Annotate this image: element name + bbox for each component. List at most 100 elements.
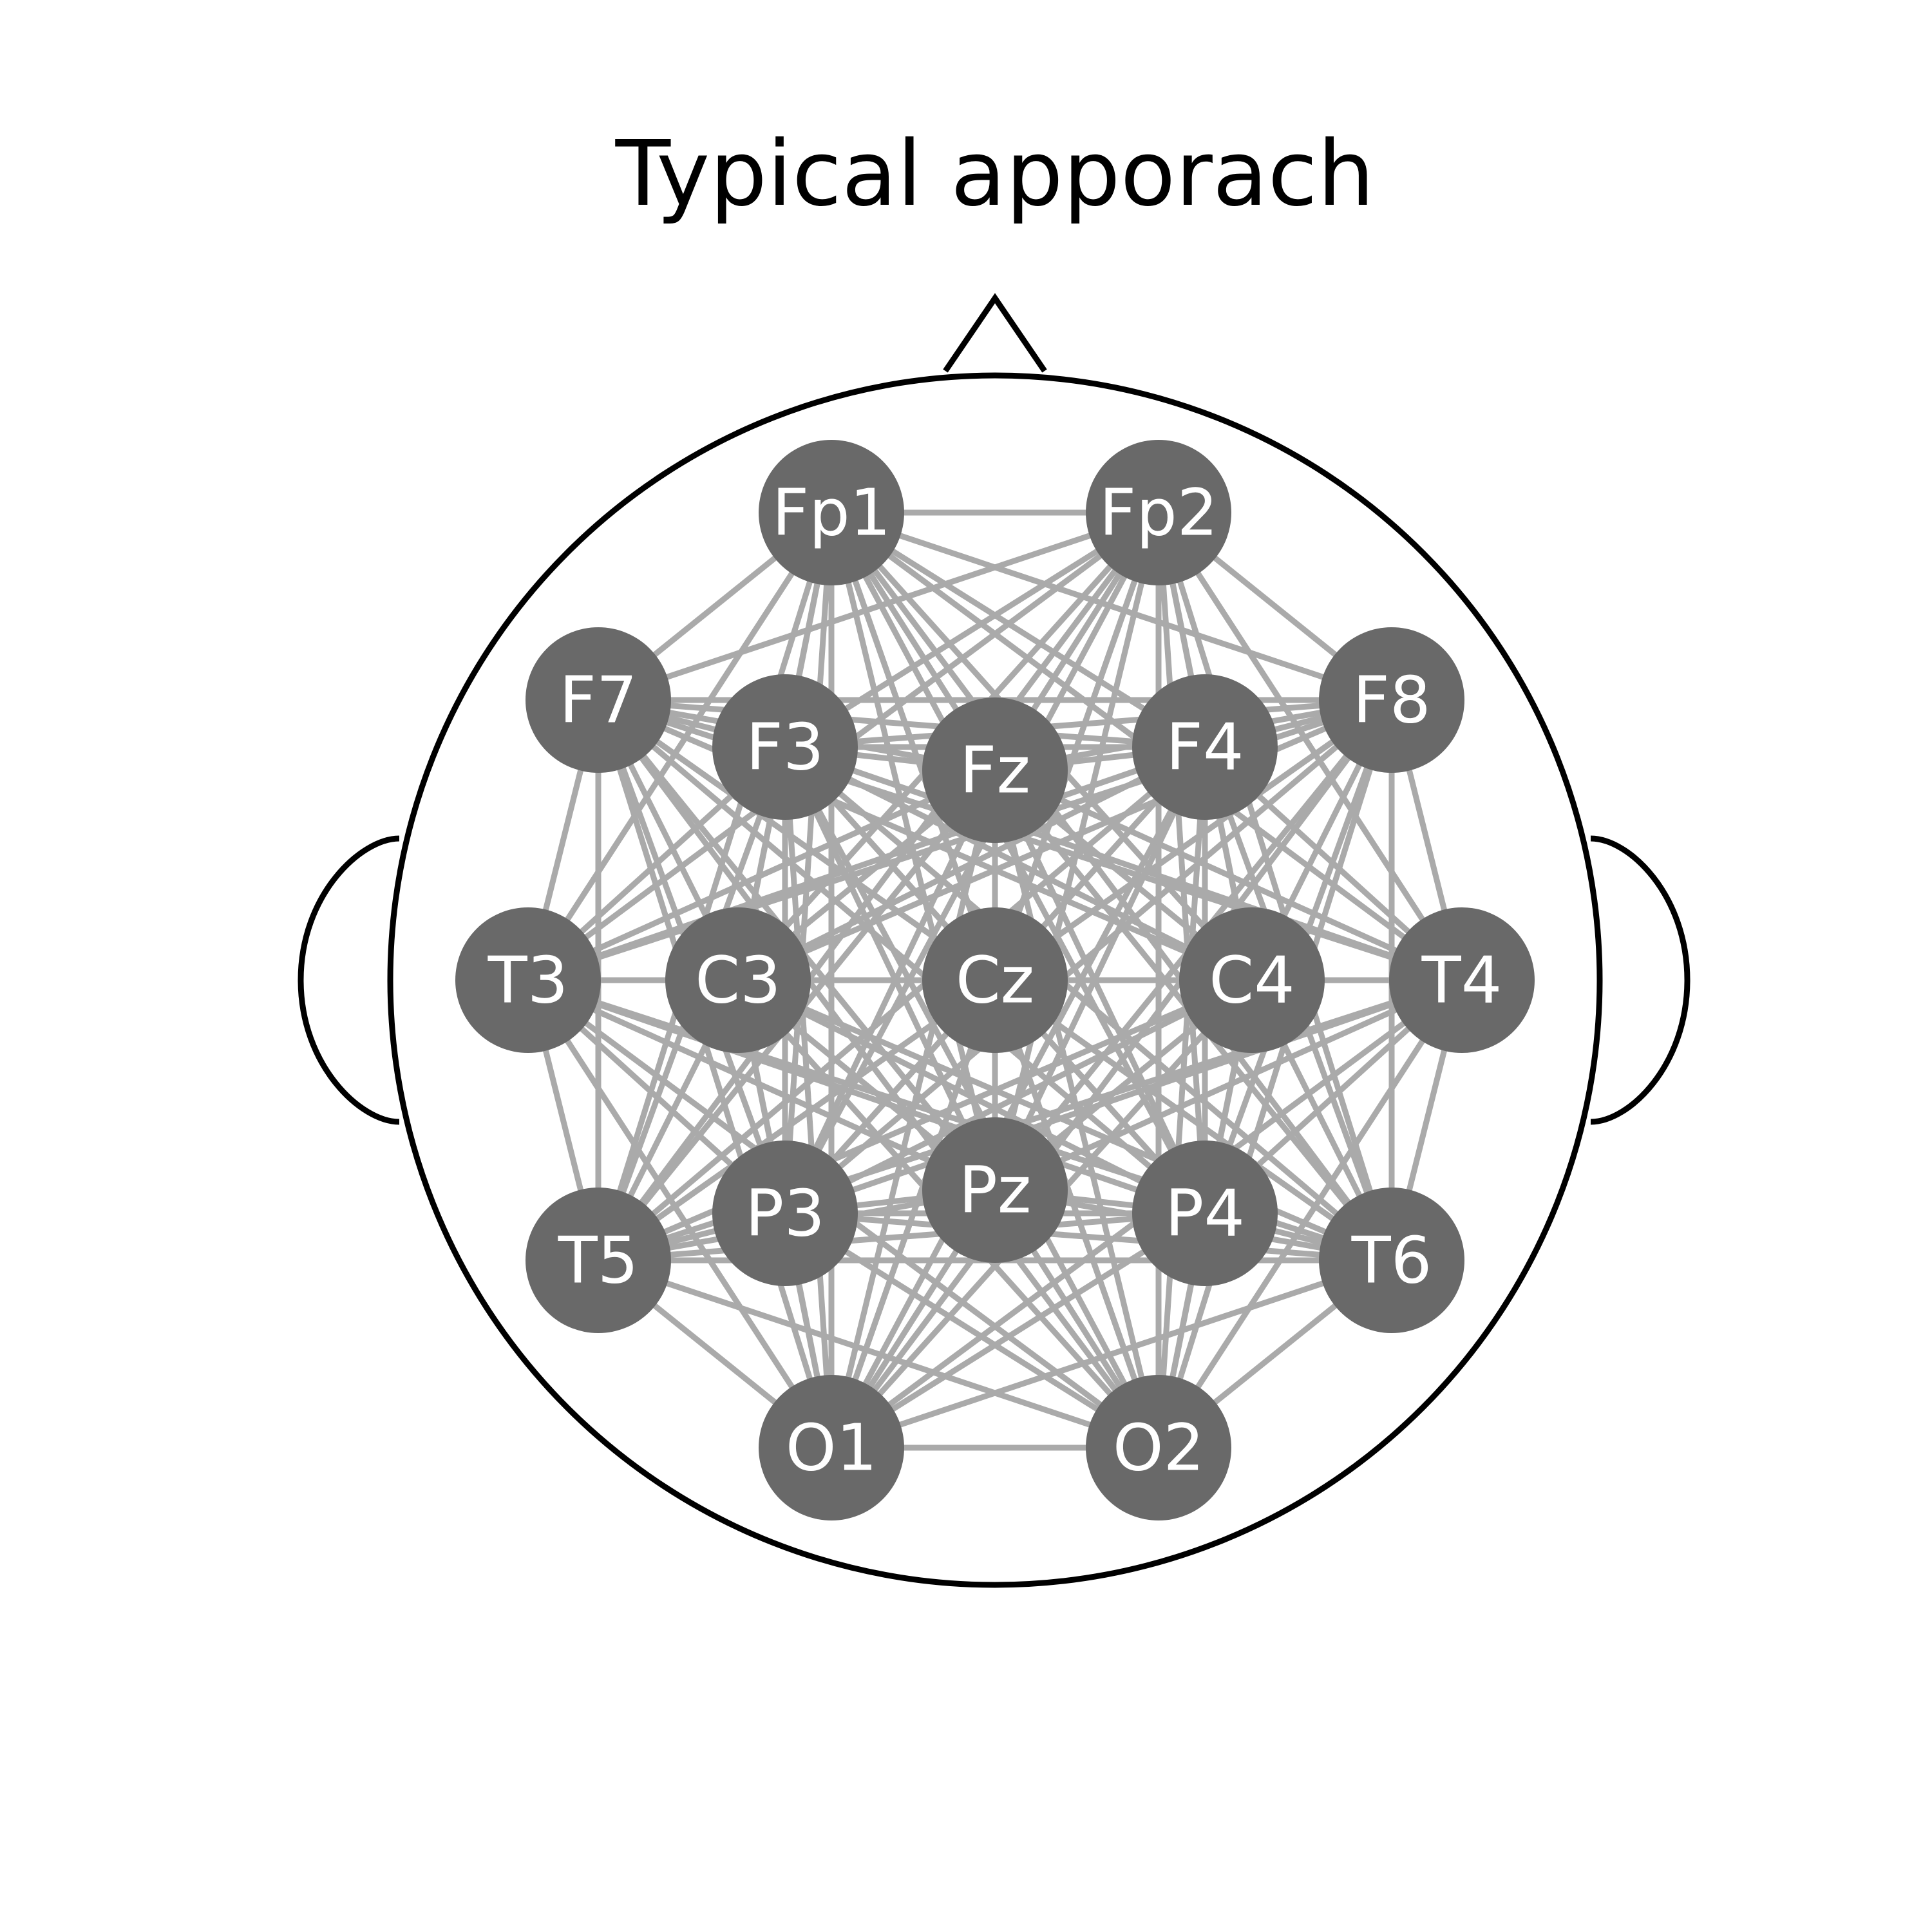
edge-F3-Pz — [782, 746, 998, 1191]
electrode-label: T4 — [1421, 943, 1502, 1018]
electrode-label: Cz — [956, 943, 1034, 1018]
edge-Fp1-T6 — [829, 511, 1394, 1262]
electrode-circle — [712, 1141, 858, 1286]
edge-Cz-T5 — [596, 978, 997, 1263]
edge-F4-T5 — [596, 744, 1207, 1263]
electrode-circle — [1132, 1141, 1278, 1286]
left-ear-icon — [298, 835, 400, 1125]
edge-Fp1-T3 — [526, 511, 834, 982]
electrode-P4: P4 — [1132, 1141, 1278, 1286]
edge-F8-O1 — [829, 698, 1394, 1450]
edge-T5-P4 — [598, 1210, 1206, 1264]
electrode-circle — [1132, 674, 1278, 820]
electrode-Fp2: Fp2 — [1086, 440, 1231, 585]
electrode-label: Fp2 — [1099, 475, 1218, 551]
electrode-F7: F7 — [526, 627, 671, 773]
electrode-Fp1: Fp1 — [759, 440, 904, 585]
electrode-O1: O1 — [759, 1375, 904, 1520]
edge-F3-F8 — [784, 697, 1392, 750]
electrode-C4: C4 — [1179, 907, 1325, 1053]
electrode-label: F4 — [1166, 710, 1244, 785]
electrode-label: F8 — [1352, 663, 1430, 738]
diagram-title: Typical apporach — [615, 122, 1375, 227]
electrode-label: P4 — [1165, 1176, 1245, 1251]
edge-Fz-P4 — [992, 769, 1208, 1215]
electrode-Fz: Fz — [922, 697, 1068, 843]
edge-Fz-T3 — [527, 767, 996, 983]
electrode-circle — [1086, 440, 1231, 585]
electrode-label: O2 — [1113, 1410, 1204, 1486]
edge-F3-T4 — [784, 744, 1463, 983]
edge-F3-T6 — [783, 744, 1394, 1263]
edge-C4-T5 — [597, 977, 1253, 1264]
edge-C3-T6 — [737, 977, 1393, 1264]
edge-Fz-O2 — [992, 769, 1162, 1449]
electrode-circle — [1389, 907, 1535, 1053]
edge-Cz-T6 — [993, 978, 1394, 1263]
edge-P3-T6 — [784, 1210, 1392, 1264]
electrode-circle — [1179, 907, 1325, 1053]
right-ear-icon — [1590, 835, 1690, 1125]
edge-P4-O1 — [829, 1211, 1207, 1450]
electrode-circle — [665, 907, 811, 1053]
edge-Fp1-F4 — [829, 510, 1207, 750]
electrode-T6: T6 — [1319, 1188, 1464, 1333]
electrode-label: Fp1 — [772, 475, 891, 551]
electrode-label: T5 — [558, 1223, 639, 1298]
electrode-label: T6 — [1351, 1223, 1432, 1298]
electrode-circle — [759, 440, 904, 585]
electrode-Cz: Cz — [922, 907, 1068, 1053]
edge-C3-P4 — [736, 977, 1207, 1217]
electrode-circle — [1319, 627, 1464, 773]
electrode-F8: F8 — [1319, 627, 1464, 773]
edge-T6-O1 — [830, 1257, 1393, 1451]
electrode-label: P3 — [745, 1176, 825, 1251]
edge-F4-Pz — [992, 746, 1208, 1191]
electrode-circle — [455, 907, 601, 1053]
electrode-circle — [526, 1188, 671, 1333]
edge-Fp2-T5 — [596, 511, 1161, 1262]
electrode-label: C4 — [1209, 943, 1294, 1018]
electrode-label: T3 — [488, 943, 569, 1018]
electrode-circle — [712, 674, 858, 820]
edge-T4-Pz — [994, 977, 1463, 1193]
electrode-circle — [526, 627, 671, 773]
edge-T5-O2 — [597, 1257, 1160, 1451]
edge-Fp2-T4 — [1156, 511, 1464, 982]
edge-T4-O2 — [1156, 978, 1464, 1450]
electrode-T3: T3 — [455, 907, 601, 1053]
electrode-circle — [922, 697, 1068, 843]
electrode-F3: F3 — [712, 674, 858, 820]
electrode-T5: T5 — [526, 1188, 671, 1333]
edge-T4-P3 — [784, 977, 1463, 1217]
electrode-circle — [759, 1375, 904, 1520]
edge-F7-C4 — [597, 697, 1253, 983]
electrode-circle — [1319, 1188, 1464, 1333]
electrode-label: F3 — [746, 710, 824, 785]
electrode-label: F7 — [559, 663, 637, 738]
edge-F7-P4 — [596, 697, 1207, 1216]
edge-F8-P3 — [783, 697, 1394, 1216]
edge-F7-F4 — [598, 697, 1206, 750]
electrode-label: O1 — [786, 1410, 877, 1486]
electrode-circle — [922, 1117, 1068, 1263]
edge-T3-O1 — [526, 978, 834, 1450]
electrode-F4: F4 — [1132, 674, 1278, 820]
edge-F8-C3 — [737, 697, 1393, 983]
electrode-circle — [1086, 1375, 1231, 1520]
electrode-T4: T4 — [1389, 907, 1535, 1053]
edge-Fz-P3 — [782, 769, 998, 1215]
nose-icon — [943, 293, 1047, 373]
electrode-label: Fz — [960, 733, 1030, 808]
edge-Fp2-F3 — [783, 510, 1160, 750]
electrode-C3: C3 — [665, 907, 811, 1053]
electrode-Pz: Pz — [922, 1117, 1068, 1263]
electrode-circle — [922, 907, 1068, 1053]
electrode-O2: O2 — [1086, 1375, 1231, 1520]
edge-Fp2-T6 — [1155, 511, 1395, 1262]
edge-P3-O2 — [783, 1211, 1160, 1450]
electrode-label: C3 — [695, 943, 781, 1018]
electrode-label: Pz — [959, 1153, 1032, 1228]
